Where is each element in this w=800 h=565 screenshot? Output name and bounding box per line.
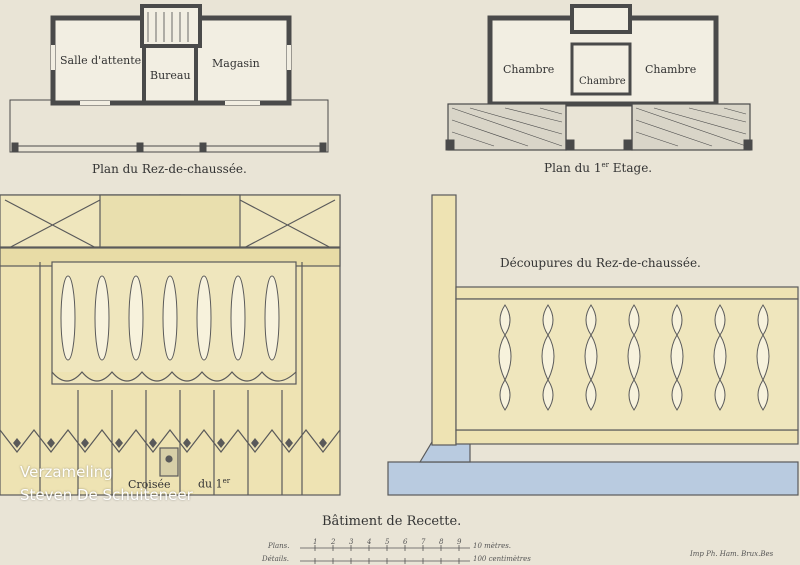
scale-tick-label: 1 (313, 538, 318, 546)
croisee-floor: du 1er (198, 477, 231, 491)
ground-plan-caption: Plan du Rez-de-chaussée. (92, 162, 247, 176)
scale-row2-label: Détails. (262, 555, 290, 563)
watermark-line1: Verzameling (20, 463, 113, 481)
scale-tick-label: 2 (331, 538, 336, 546)
scale-tick-label: 3 (349, 538, 354, 546)
room-bureau: Bureau (150, 69, 191, 82)
scale-tick-label: 4 (367, 538, 372, 546)
room-magasin: Magasin (212, 57, 260, 70)
watermark-line2: Steven De Schuiteneer (20, 486, 193, 504)
scale-tick-label: 7 (421, 538, 426, 546)
room-chambre-left: Chambre (503, 63, 555, 76)
scale-row1-unit: 10 mètres. (473, 542, 512, 550)
scale-row1-label: Plans. (268, 542, 290, 550)
decoupures-title: Découpures du Rez-de-chaussée. (500, 256, 701, 270)
room-chambre-right: Chambre (645, 63, 697, 76)
scale-row2-unit: 100 centimètres (473, 555, 531, 563)
room-salle-attente: Salle d'attente (60, 54, 142, 67)
scale-tick-label: 6 (403, 538, 408, 546)
room-chambre-center: Chambre (579, 76, 626, 87)
scale-tick-label: 9 (457, 538, 462, 546)
first-floor-plan (445, 4, 753, 151)
imprint: Imp Ph. Ham. Brux.Bes (690, 550, 774, 558)
first-plan-caption: Plan du 1er Etage. (544, 161, 653, 175)
scale-tick-label: 8 (439, 538, 444, 546)
scale-tick-label: 5 (385, 538, 390, 546)
croisee-elevation (0, 194, 341, 496)
plate-title: Bâtiment de Recette. (322, 514, 462, 529)
decoupures-elevation (387, 194, 799, 496)
scale-bars (300, 545, 470, 564)
ground-floor-plan (9, 4, 329, 153)
croisee-label: Croisée (128, 478, 171, 491)
